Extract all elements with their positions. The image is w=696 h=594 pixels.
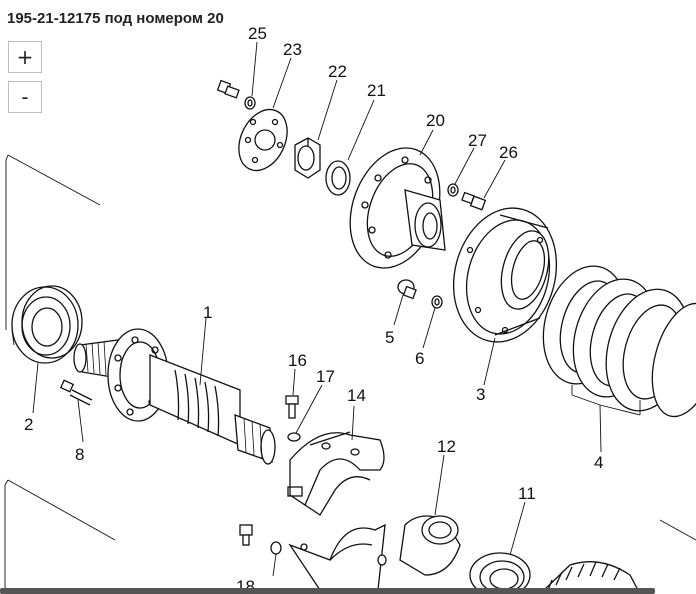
part-8-bolt[interactable]: [59, 379, 93, 406]
callout-16: 16: [288, 351, 307, 370]
part-4-brake-plates[interactable]: [531, 257, 696, 424]
casing-outline: [4, 154, 696, 590]
callout-20: 20: [426, 111, 445, 130]
leader-lines: [32, 41, 602, 577]
callout-2: 2: [24, 415, 33, 434]
callout-5: 5: [385, 328, 394, 347]
callout-labels: 1 2 3 4 5 6 8 11 12 14 16 17 18 20 21 22…: [24, 24, 603, 594]
part-12-sleeve[interactable]: [399, 515, 461, 576]
callout-27: 27: [468, 131, 487, 150]
callout-17: 17: [316, 367, 335, 386]
horizontal-scrollbar[interactable]: [0, 588, 655, 594]
part-21-ring[interactable]: [325, 160, 351, 196]
callout-14: 14: [347, 386, 366, 405]
zoom-out-button[interactable]: -: [8, 81, 42, 113]
part-6-washer[interactable]: [431, 295, 443, 309]
callout-4: 4: [594, 453, 603, 472]
part-5-plug[interactable]: [397, 279, 417, 300]
callout-6: 6: [415, 349, 424, 368]
part-20-hub[interactable]: [334, 135, 455, 280]
part-25-bolt[interactable]: [216, 79, 240, 99]
part-18-bolt[interactable]: [239, 524, 282, 555]
part-14-bearing-cap[interactable]: [287, 431, 385, 516]
part-1-shaft[interactable]: [73, 328, 276, 465]
lower-bearing-cap[interactable]: [288, 523, 387, 591]
zoom-in-button[interactable]: +: [8, 41, 42, 73]
bevel-gear-partial[interactable]: [539, 561, 641, 594]
part-16-bolt[interactable]: [285, 395, 299, 419]
callout-1: 1: [203, 303, 212, 322]
part-washer-24[interactable]: [244, 96, 256, 110]
callout-23: 23: [283, 40, 302, 59]
callout-3: 3: [476, 385, 485, 404]
part-22-nut[interactable]: [294, 137, 321, 179]
callout-12: 12: [437, 437, 456, 456]
callout-22: 22: [328, 62, 347, 81]
page-title: 195-21-12175 под номером 20: [7, 10, 224, 27]
part-27-washer[interactable]: [447, 183, 459, 197]
callout-25: 25: [248, 24, 267, 43]
callout-26: 26: [499, 143, 518, 162]
callout-11: 11: [518, 484, 536, 503]
part-17-washer[interactable]: [287, 432, 301, 442]
part-2-bearing[interactable]: [11, 285, 83, 364]
callout-21: 21: [367, 81, 386, 100]
part-23-lock-plate[interactable]: [230, 102, 297, 179]
part-26-bolt[interactable]: [461, 191, 487, 211]
callout-8: 8: [75, 445, 84, 464]
part-3-brake-housing[interactable]: [439, 196, 571, 353]
